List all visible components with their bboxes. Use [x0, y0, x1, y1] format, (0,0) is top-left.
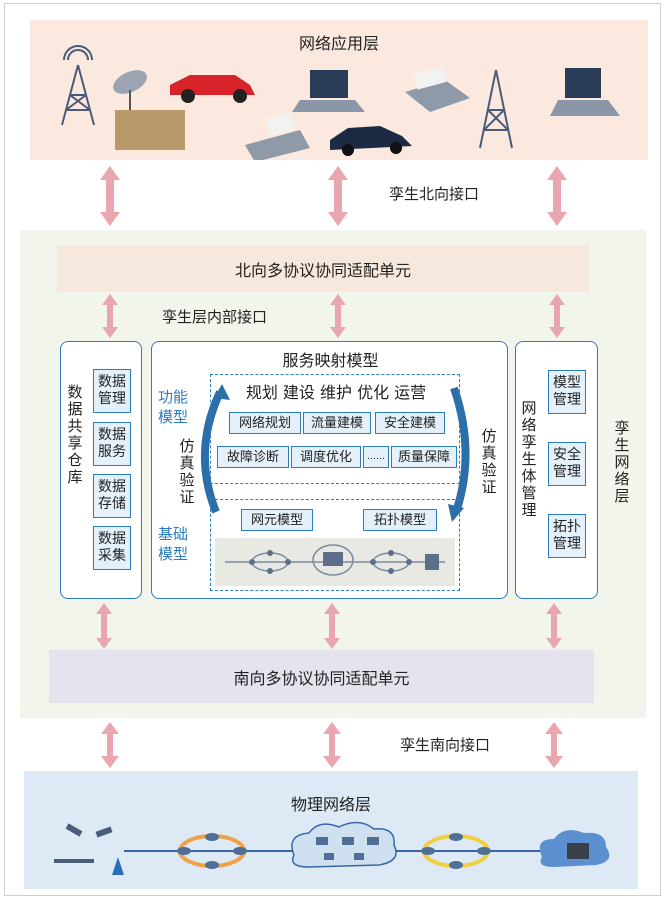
- simulation-verify-right-label: 仿真验证: [481, 427, 497, 496]
- south-adapter-unit: 南向多协议协同适配单元: [49, 650, 594, 703]
- physical-network-illustration: [54, 821, 610, 875]
- internal-interface-arrows: [102, 294, 565, 338]
- fax-machine-icon: [405, 66, 470, 112]
- double-arrow-icon: [96, 603, 112, 649]
- internal-interface-label: 孪生层内部接口: [162, 308, 268, 326]
- radio-tower-icon: [479, 69, 513, 149]
- scheduling-optimization-box: 调度优化: [291, 446, 361, 468]
- functional-model-group: 规划 建设 维护 优化 运营 网络规划 流量建模 安全建模 故障诊断 调度优化 …: [210, 374, 460, 484]
- curved-arrow-icon: [201, 390, 224, 514]
- data-collection-box: 数据采集: [93, 526, 131, 570]
- north-adapter-label: 北向多协议协同适配单元: [234, 260, 411, 280]
- panel-to-south-arrows: [96, 603, 562, 649]
- physical-layer-title: 物理网络层: [290, 795, 371, 814]
- double-arrow-icon: [549, 294, 565, 338]
- server-icon: [567, 843, 589, 859]
- south-interface-label: 孪生南向接口: [400, 736, 491, 754]
- south-interface-arrows: [101, 722, 563, 768]
- double-arrow-icon: [101, 722, 119, 768]
- data-repository-title: 数据共享仓库: [67, 383, 83, 486]
- fault-diagnosis-box: 故障诊断: [217, 446, 289, 468]
- curved-arrow-icon: [450, 386, 470, 514]
- topology-model-box: 拓扑模型: [363, 509, 437, 531]
- double-arrow-icon: [545, 722, 563, 768]
- twin-entity-management-panel: 网络孪生体管理 模型管理 安全管理 拓扑管理: [515, 341, 598, 599]
- double-arrow-icon: [330, 294, 346, 338]
- application-devices-illustration: [61, 45, 620, 160]
- physical-network-layer: 物理网络层: [24, 771, 638, 889]
- network-element-model-box: 网元模型: [241, 509, 313, 531]
- satellite-icon: [54, 823, 124, 875]
- laptop-icon: [292, 70, 365, 112]
- service-mapping-model-panel: 服务映射模型 功能模型 基础模型 仿真验证 仿真验证 规划 建设 维护 优化 运…: [151, 341, 508, 599]
- simulation-cycle-arrows: [201, 384, 470, 522]
- functional-model-label: 功能模型: [158, 388, 189, 426]
- twin-management-title: 网络孪生体管理: [521, 399, 537, 519]
- double-arrow-icon: [546, 603, 562, 649]
- topology-management-box: 拓扑管理: [548, 514, 586, 558]
- double-arrow-icon: [323, 722, 341, 768]
- functions-header: 规划 建设 维护 优化 运营: [245, 383, 427, 402]
- security-modeling-box: 安全建模: [375, 412, 445, 434]
- quality-assurance-box: 质量保障: [391, 446, 457, 468]
- model-management-box: 模型管理: [548, 370, 586, 414]
- north-adapter-unit: 北向多协议协同适配单元: [57, 245, 589, 292]
- application-layer: 网络应用层: [30, 20, 648, 160]
- data-management-box: 数据管理: [93, 369, 131, 413]
- double-arrow-icon: [100, 166, 120, 226]
- printer-icon: [245, 111, 310, 160]
- radio-tower-icon: [61, 45, 95, 126]
- double-arrow-icon: [328, 166, 348, 226]
- simulation-verify-left-label: 仿真验证: [179, 437, 195, 506]
- basic-model-label: 基础模型: [158, 525, 189, 563]
- figure-frame: [4, 3, 661, 896]
- car-icon: [330, 126, 412, 156]
- north-interface-label: 孪生北向接口: [389, 185, 480, 203]
- north-interface-arrows: [100, 166, 567, 226]
- car-icon: [170, 75, 255, 103]
- data-service-box: 数据服务: [93, 422, 131, 466]
- network-topology-illustration: [215, 538, 455, 586]
- ellipsis-box: ……: [363, 446, 389, 468]
- data-storage-box: 数据存储: [93, 474, 131, 518]
- service-model-title: 服务映射模型: [282, 351, 379, 370]
- twin-layer-title: 孪生网络层: [614, 419, 630, 505]
- traffic-modeling-box: 流量建模: [303, 412, 371, 434]
- data-repository-panel: 数据共享仓库 数据管理 数据服务 数据存储 数据采集: [60, 341, 142, 599]
- double-arrow-icon: [547, 166, 567, 226]
- double-arrow-icon: [102, 294, 118, 338]
- basic-model-group: 网元模型 拓扑模型: [210, 499, 460, 591]
- double-arrow-icon: [324, 603, 340, 649]
- satellite-dish-icon: [113, 70, 185, 150]
- security-management-box: 安全管理: [548, 442, 586, 486]
- laptop-icon: [550, 68, 620, 116]
- application-layer-title: 网络应用层: [298, 34, 379, 53]
- south-adapter-label: 南向多协议协同适配单元: [233, 668, 410, 688]
- network-planning-box: 网络规划: [229, 412, 301, 434]
